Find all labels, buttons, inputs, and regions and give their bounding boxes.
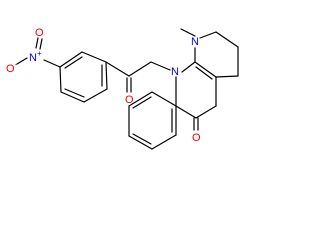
structure-diagram: O- N+ O O N N O: [6, 27, 239, 150]
bond-ph-1-inner: [64, 56, 83, 69]
bond-bz-5: [128, 91, 153, 107]
bond-ph-4: [83, 88, 108, 103]
bond-c9a-c4a: [194, 61, 217, 78]
bond-c2-c3: [215, 31, 239, 48]
atom-labels: O- N+ O O N N O: [6, 27, 201, 144]
atom-nitro-o: O: [35, 27, 44, 39]
atom-ring-n10: N: [171, 66, 179, 78]
atom-nitro-n-plus: N+: [29, 49, 42, 64]
bond-nitro-o-double-b: [39, 38, 43, 50]
bond-nitro-o-double-a: [35, 37, 39, 49]
atom-ketone-o: O: [192, 132, 201, 144]
atom-carbonyl-o: O: [125, 94, 134, 106]
bond-bz-5-inner: [132, 96, 152, 109]
bond-bz-6: [151, 91, 177, 107]
bond-c9a-c4a-inner: [195, 66, 213, 80]
bond-ph-1: [59, 51, 83, 68]
bond-ph-2: [81, 51, 107, 63]
bond-c4-c4b: [195, 105, 217, 119]
molecule-svg: O- N+ O O N N O: [6, 27, 239, 150]
bond-bz-3-inner: [132, 133, 152, 145]
bond-ph-5: [60, 91, 85, 103]
bond-ph-3: [105, 61, 108, 90]
bond-c4b-c10a: [175, 105, 197, 119]
bond-nitro-o-minus: [16, 57, 28, 65]
bond-bz-3: [128, 135, 153, 150]
bond-carbonyl-ch2: [128, 61, 152, 77]
bond-c4r-c4a: [215, 75, 239, 78]
bond-bz-2: [151, 134, 177, 150]
bond-ph-5-inner: [64, 88, 85, 98]
atom-ring-n1: N: [191, 36, 199, 48]
bonds: [16, 28, 239, 150]
bond-n10-c9a: [181, 61, 196, 73]
bond-nitro-ring: [43, 59, 61, 68]
atom-nitro-o-minus: O-: [6, 60, 18, 75]
bond-ph-carbonyl: [105, 61, 130, 77]
bond-ph-6: [59, 66, 62, 93]
bond-ch2-n: [150, 61, 171, 71]
bond-n1-c2: [199, 31, 217, 39]
bond-n1-methyl: [180, 28, 196, 37]
